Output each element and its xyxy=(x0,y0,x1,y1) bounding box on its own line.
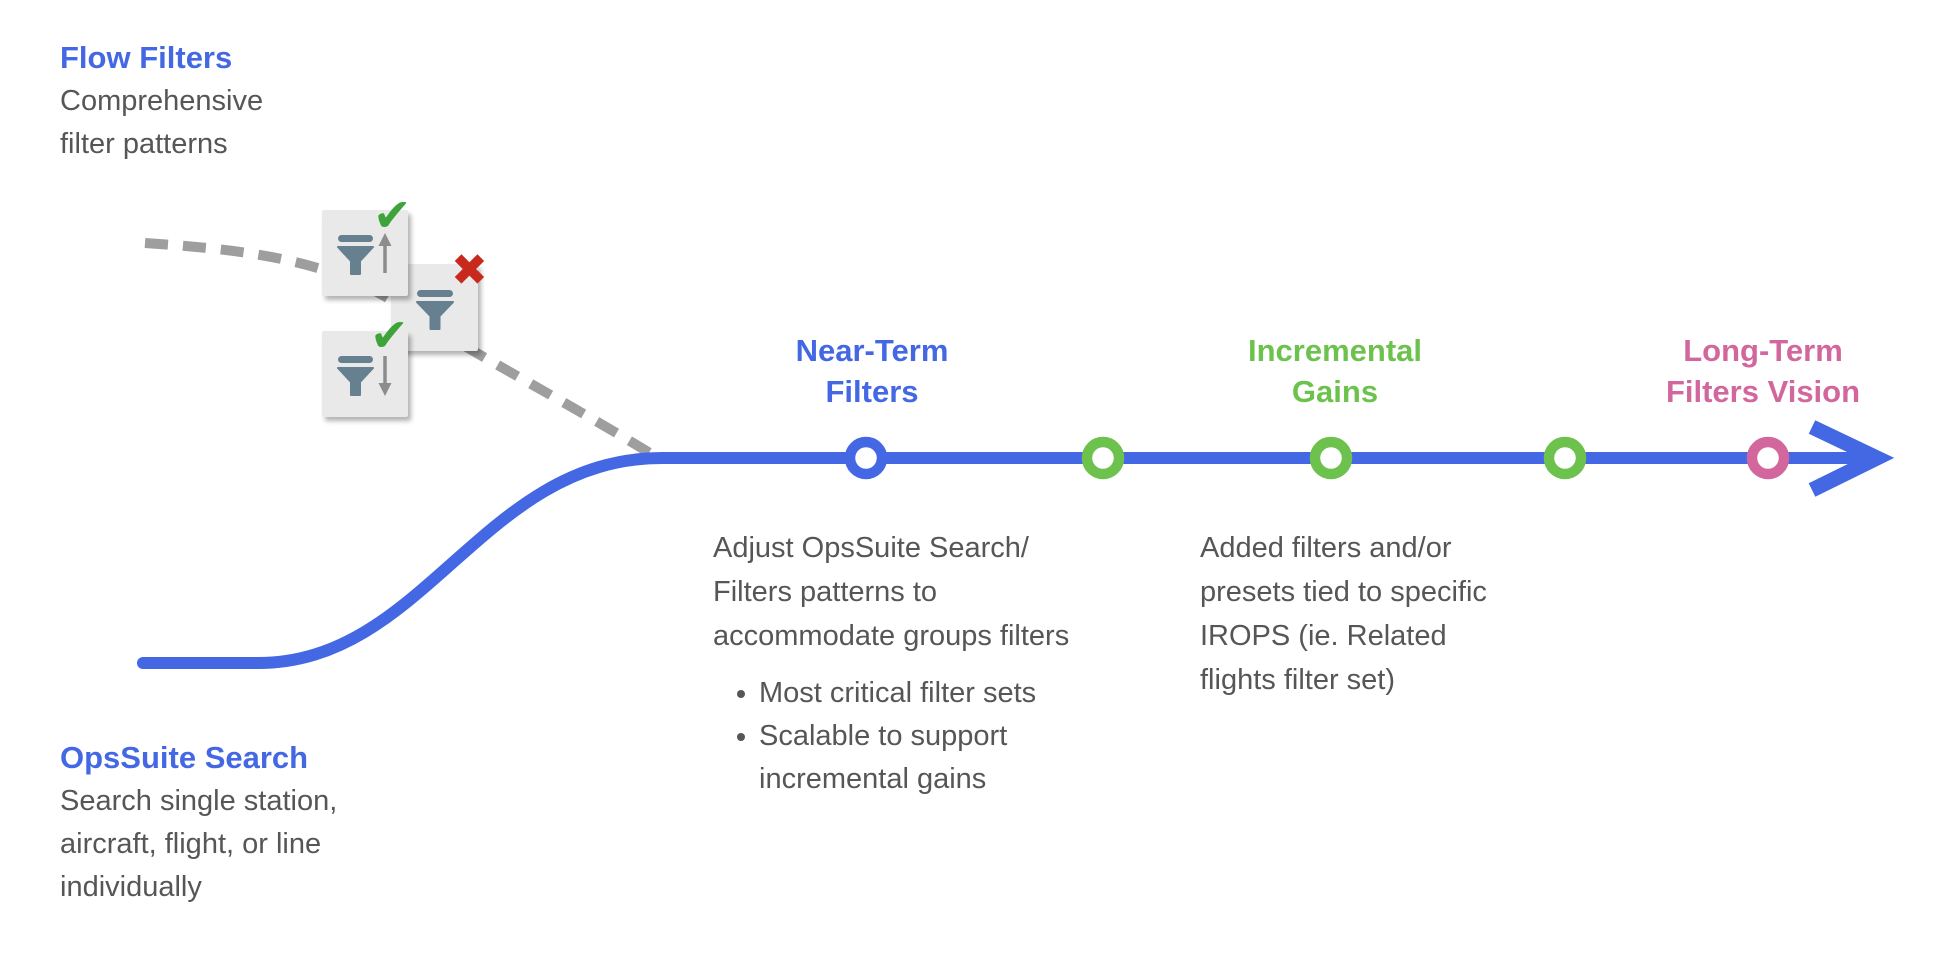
milestone-circle-4 xyxy=(1543,436,1587,480)
flow-filters-desc-line: filter patterns xyxy=(60,128,228,160)
ops-suite-search-desc-line: aircraft, flight, or line xyxy=(60,828,322,860)
near-term-detail-line: accommodate groups filters xyxy=(713,620,1070,652)
bullet-item: Most critical filter sets xyxy=(728,672,1038,715)
near-term-bullet-list: Most critical filter sets Scalable to su… xyxy=(728,672,1038,801)
incremental-detail-line: IROPS (ie. Related xyxy=(1200,620,1447,652)
timeline-arrowhead-icon xyxy=(1808,420,1895,497)
milestone-circle-near-term xyxy=(844,436,888,480)
check-icon: ✔ xyxy=(373,189,412,241)
near-term-detail-block: Adjust OpsSuite Search/ Filters patterns… xyxy=(713,526,1069,658)
milestone-label-long-term: Long-Term Filters Vision xyxy=(1666,330,1860,412)
ops-suite-search-title: OpsSuite Search xyxy=(60,740,309,775)
flow-filters-block: Flow Filters Comprehensive filter patter… xyxy=(60,36,263,166)
ops-suite-search-desc-line: individually xyxy=(60,871,202,903)
filter-up-arrow-icon xyxy=(337,233,392,275)
milestone-label-line: Long-Term xyxy=(1683,333,1843,368)
milestone-label-line: Incremental xyxy=(1247,333,1423,368)
flow-filters-title: Flow Filters xyxy=(60,40,233,75)
incremental-detail-line: Added filters and/or xyxy=(1200,532,1452,564)
milestone-label-incremental: Incremental Gains xyxy=(1248,330,1422,412)
milestone-circle-incremental xyxy=(1309,436,1353,480)
near-term-detail-line: Filters patterns to xyxy=(713,576,938,608)
x-icon: ✖ xyxy=(451,246,488,295)
bullet-item: Scalable to support incremental gains xyxy=(728,715,1038,801)
ops-suite-search-desc-line: Search single station, xyxy=(60,785,338,817)
milestone-label-line: Filters Vision xyxy=(1665,374,1861,409)
near-term-detail-line: Adjust OpsSuite Search/ xyxy=(713,532,1029,564)
milestone-label-near-term: Near-Term Filters xyxy=(796,330,949,412)
ops-suite-search-block: OpsSuite Search Search single station, a… xyxy=(60,736,337,909)
filter-card-up xyxy=(322,210,408,296)
incremental-detail-line: flights filter set) xyxy=(1200,664,1395,696)
timeline-path xyxy=(137,452,1862,669)
check-icon: ✔ xyxy=(370,309,409,361)
milestone-label-line: Gains xyxy=(1291,374,1379,409)
milestone-label-line: Filters xyxy=(825,374,919,409)
milestone-circle-long-term xyxy=(1746,436,1790,480)
milestone-circle-2 xyxy=(1081,436,1125,480)
flow-filters-desc-line: Comprehensive xyxy=(60,85,264,117)
near-term-bullets-block: Most critical filter sets Scalable to su… xyxy=(728,672,1038,801)
filter-card-down xyxy=(322,331,408,417)
filter-down-arrow-icon xyxy=(337,356,392,396)
incremental-detail-line: presets tied to specific xyxy=(1200,576,1487,608)
filter-icon xyxy=(415,289,454,330)
milestone-label-line: Near-Term xyxy=(795,333,949,368)
incremental-detail-block: Added filters and/or presets tied to spe… xyxy=(1200,526,1487,702)
